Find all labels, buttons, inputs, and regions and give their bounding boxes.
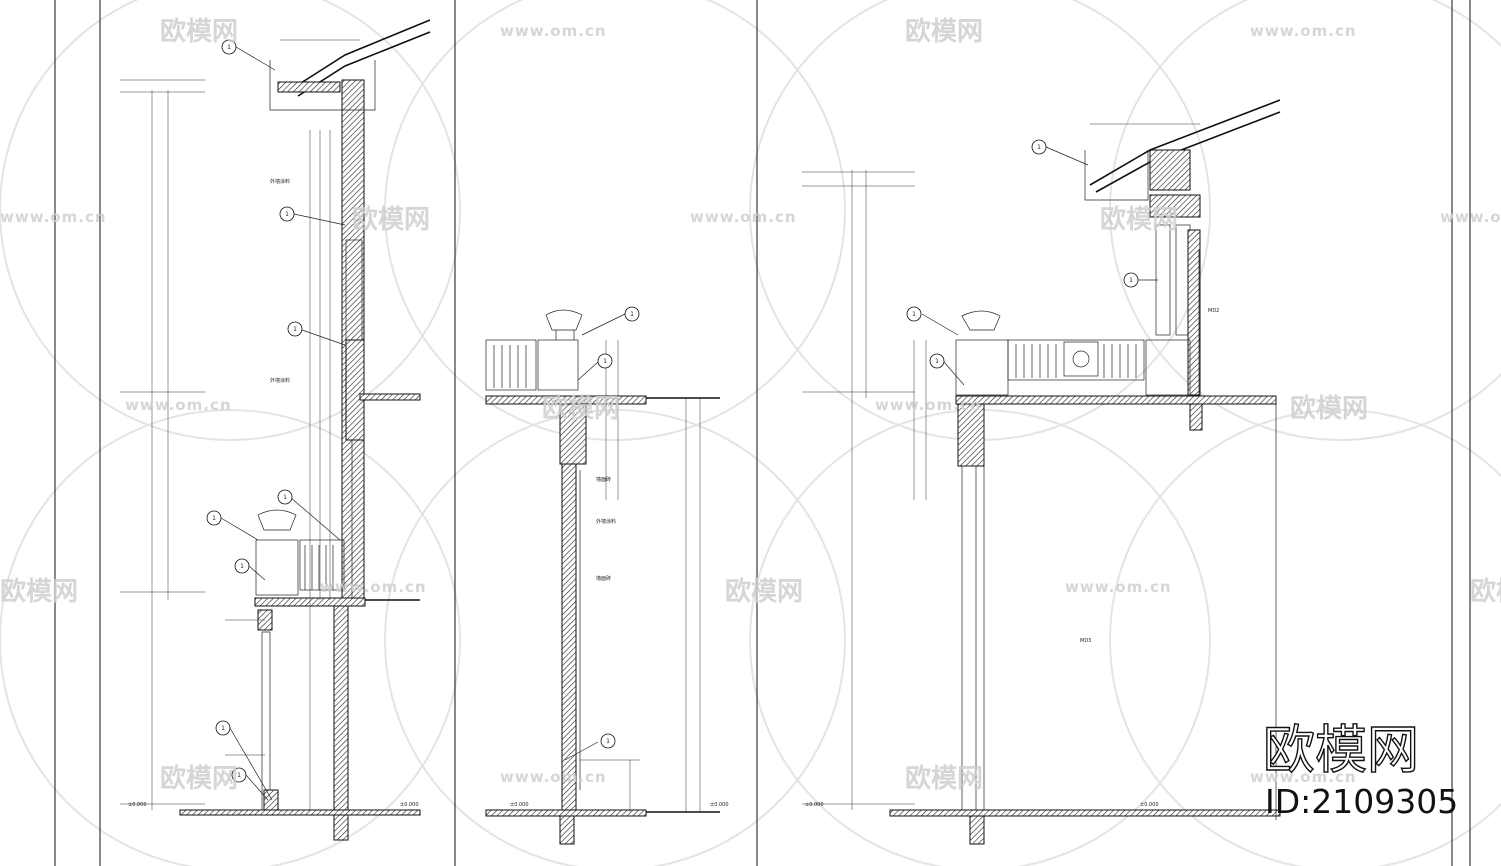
svg-text:欧模网: 欧模网	[160, 763, 238, 794]
callout-marker: 1	[277, 489, 293, 505]
svg-text:1: 1	[293, 326, 297, 333]
svg-text:±0.000: ±0.000	[510, 802, 529, 808]
callout-marker: 1	[279, 206, 295, 222]
svg-text:www.om.cn: www.om.cn	[690, 208, 797, 226]
sheet-frame-lines	[54, 0, 1471, 866]
callout-marker: 1	[231, 767, 247, 783]
svg-text:www.om.cn: www.om.cn	[320, 578, 427, 596]
svg-text:1: 1	[603, 358, 607, 365]
svg-text:1: 1	[1129, 277, 1133, 284]
wall-section-a	[120, 19, 431, 841]
callout-circles: 1 1 1 1 1 1 1 1	[206, 39, 1139, 783]
brand-stamp-id: ID:2109305	[1265, 782, 1458, 821]
callout-marker: 1	[287, 321, 303, 337]
svg-text:1: 1	[212, 515, 216, 522]
svg-text:www.om.cn: www.om.cn	[125, 396, 232, 414]
callout-marker: 1	[206, 510, 222, 526]
svg-text:www.om.cn: www.om.cn	[875, 396, 982, 414]
svg-text:www.om.cn: www.om.cn	[1250, 768, 1357, 786]
svg-text:1: 1	[935, 358, 939, 365]
callout-marker: 1	[597, 353, 613, 369]
watermark-text: 欧模网 欧模网 欧模网 欧模网 欧模网 欧模网 欧模网 欧模网 欧模网 欧模网 …	[0, 16, 1501, 794]
callout-marker: 1	[1123, 272, 1139, 288]
callout-marker: 1	[1031, 139, 1047, 155]
brand-stamp: 欧模网 ID:2109305	[1262, 720, 1458, 821]
svg-text:±0.000: ±0.000	[128, 802, 147, 808]
svg-text:欧模网: 欧模网	[542, 393, 620, 424]
svg-text:欧模网: 欧模网	[352, 204, 430, 235]
callout-marker: 1	[234, 558, 250, 574]
svg-text:1: 1	[227, 44, 231, 51]
wall-section-c	[802, 99, 1281, 845]
svg-text:MD3: MD3	[1080, 638, 1091, 644]
callout-marker: 1	[624, 306, 640, 322]
callout-marker: 1	[929, 353, 945, 369]
svg-text:1: 1	[285, 211, 289, 218]
svg-text:www.om.cn: www.om.cn	[0, 208, 107, 226]
svg-text:1: 1	[630, 311, 634, 318]
svg-text:外墙涂料: 外墙涂料	[270, 178, 290, 185]
callout-marker: 1	[906, 306, 922, 322]
svg-text:www.om.cn: www.om.cn	[1250, 22, 1357, 40]
drawing-labels: ±0.000 ±0.000 ±0.000 ±0.000 ±0.000 ±0.00…	[128, 178, 1219, 808]
svg-text:±0.000: ±0.000	[710, 802, 729, 808]
svg-text:欧模网: 欧模网	[0, 576, 78, 607]
svg-text:欧模网: 欧模网	[725, 576, 803, 607]
svg-text:1: 1	[240, 563, 244, 570]
svg-text:±0.000: ±0.000	[805, 802, 824, 808]
svg-text:墙面砖: 墙面砖	[596, 476, 611, 483]
callout-marker: 1	[600, 733, 616, 749]
svg-text:欧模网: 欧模网	[1290, 393, 1368, 424]
svg-text:www.om.cn: www.om.cn	[1065, 578, 1172, 596]
svg-text:欧模网: 欧模网	[1470, 576, 1501, 607]
svg-text:1: 1	[1037, 144, 1041, 151]
svg-text:欧模网: 欧模网	[1100, 204, 1178, 235]
svg-text:1: 1	[283, 494, 287, 501]
svg-text:www.om.cn: www.om.cn	[1440, 208, 1501, 226]
svg-text:MD2: MD2	[1208, 308, 1219, 314]
callout-marker: 1	[215, 720, 231, 736]
svg-text:1: 1	[237, 772, 241, 779]
svg-text:欧模网: 欧模网	[905, 763, 983, 794]
svg-text:欧模网: 欧模网	[905, 16, 983, 47]
svg-text:1: 1	[912, 311, 916, 318]
brand-stamp-name: 欧模网	[1263, 721, 1419, 781]
svg-text:1: 1	[221, 725, 225, 732]
svg-text:±0.000: ±0.000	[1140, 802, 1159, 808]
svg-text:欧模网: 欧模网	[160, 16, 238, 47]
svg-text:墙面砖: 墙面砖	[596, 575, 611, 582]
callout-marker: 1	[221, 39, 237, 55]
svg-text:±0.000: ±0.000	[400, 802, 419, 808]
svg-text:外墙涂料: 外墙涂料	[596, 518, 616, 525]
svg-text:1: 1	[606, 738, 610, 745]
svg-text:外墙涂料: 外墙涂料	[270, 377, 290, 384]
svg-text:www.om.cn: www.om.cn	[500, 22, 607, 40]
svg-text:www.om.cn: www.om.cn	[500, 768, 607, 786]
